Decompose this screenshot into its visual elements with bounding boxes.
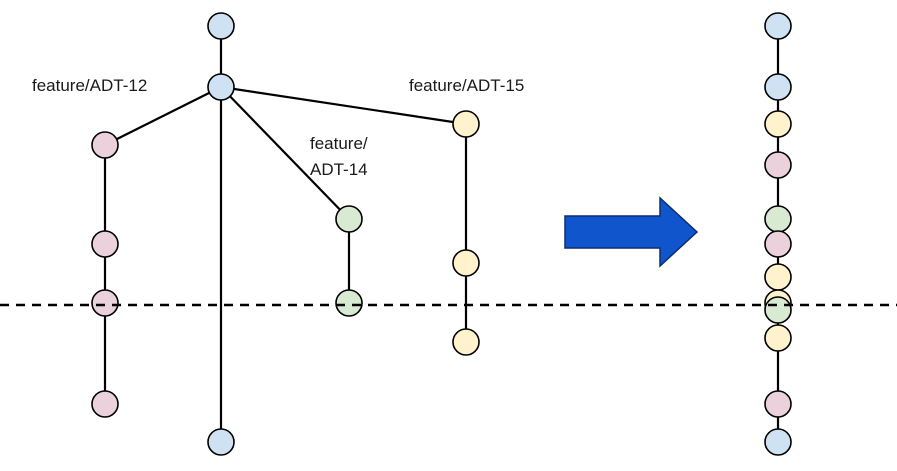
linear-commit — [764, 110, 792, 138]
main-commit — [207, 12, 235, 40]
adt14-fork-edge — [220, 86, 350, 220]
adt15-commit — [452, 249, 480, 277]
linear-commit — [764, 263, 792, 291]
branch-label-adt14-line2: ADT-14 — [310, 160, 368, 179]
linear-commit — [764, 73, 792, 101]
left-graph-nodes — [91, 12, 480, 456]
adt12-commit — [91, 390, 119, 418]
linear-commit — [764, 205, 792, 233]
adt14-commit — [335, 289, 363, 317]
linear-commit — [764, 296, 792, 324]
adt15-commit — [452, 110, 480, 138]
linear-commit — [764, 428, 792, 456]
branch-label-adt15: feature/ADT-15 — [409, 76, 524, 95]
right-graph-nodes — [764, 12, 792, 456]
adt12-commit — [91, 289, 119, 317]
linear-commit — [764, 324, 792, 352]
branch-label-adt12: feature/ADT-12 — [32, 76, 147, 95]
branch-label-adt14-line1: feature/ — [310, 134, 368, 153]
adt15-fork-edge — [220, 85, 467, 126]
linear-commit — [764, 151, 792, 179]
right-arrow-icon — [564, 196, 699, 268]
adt12-fork-edge — [104, 86, 222, 146]
left-graph-edges — [103, 26, 468, 442]
linear-commit — [764, 390, 792, 418]
adt14-commit — [335, 205, 363, 233]
adt12-commit — [91, 230, 119, 258]
adt12-commit — [91, 131, 119, 159]
linear-commit — [764, 12, 792, 40]
linear-commit — [764, 230, 792, 258]
main-commit — [207, 428, 235, 456]
adt15-commit — [452, 328, 480, 356]
main-commit — [207, 73, 235, 101]
